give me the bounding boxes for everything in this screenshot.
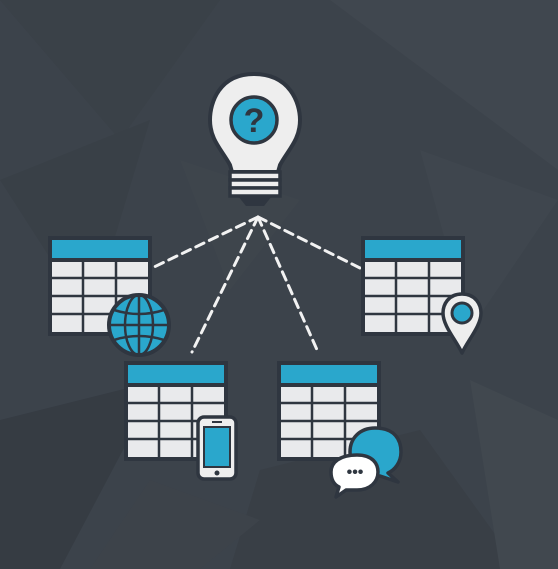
globe-icon	[107, 293, 171, 357]
smartphone-icon	[196, 415, 238, 481]
table-web	[48, 236, 171, 357]
connector-to-chat-table	[256, 215, 320, 354]
table-chat: •••	[277, 361, 403, 499]
question-mark: ?	[244, 102, 265, 140]
bulb-base-ring-3	[228, 186, 282, 198]
map-pin-icon	[441, 292, 483, 355]
connector-to-location-table	[256, 215, 362, 270]
question-circle	[229, 95, 279, 145]
table-location	[361, 236, 483, 355]
connector-to-web-table	[150, 215, 260, 270]
connector-to-mobile-table	[190, 215, 260, 354]
chat-bubbles-icon: •••	[329, 426, 403, 499]
lightbulb-question-icon: ?	[208, 72, 302, 206]
table-mobile	[124, 361, 238, 481]
connector-lines	[150, 215, 362, 354]
typing-dots: •••	[347, 464, 364, 481]
bulb-tip	[238, 196, 272, 206]
